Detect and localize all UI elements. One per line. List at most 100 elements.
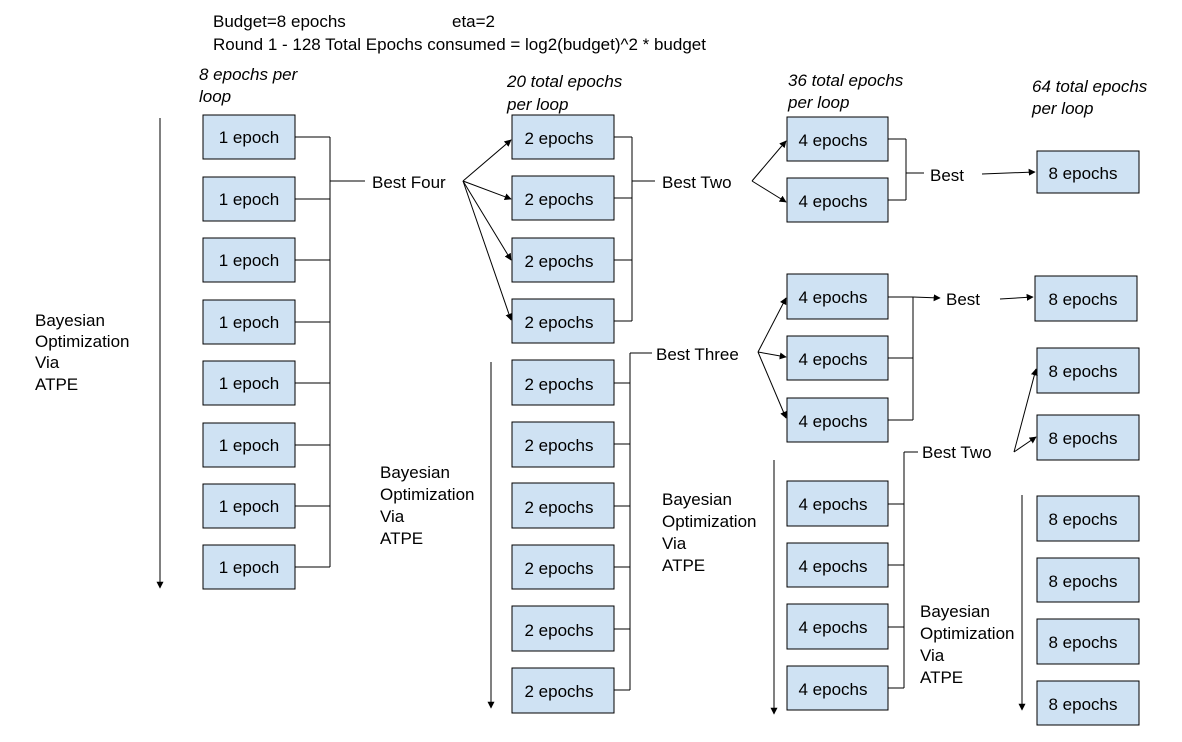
best-two-arrows-bottom <box>1013 368 1038 453</box>
svg-text:1 epoch: 1 epoch <box>219 374 280 393</box>
svg-text:1 epoch: 1 epoch <box>219 436 280 455</box>
epoch-box: 1 epoch <box>202 237 296 283</box>
epoch-box: 8 epochs <box>1036 680 1140 726</box>
epoch-box: 8 epochs <box>1036 618 1140 665</box>
svg-text:Via: Via <box>35 353 60 372</box>
epoch-box: 4 epochs <box>786 116 889 162</box>
svg-text:1 epoch: 1 epoch <box>219 190 280 209</box>
svg-text:4 epochs: 4 epochs <box>799 618 868 637</box>
bo-label-col1: Bayesian Optimization Via ATPE <box>35 311 129 394</box>
epoch-box: 4 epochs <box>786 335 889 381</box>
epoch-box: 2 epochs <box>511 359 615 406</box>
svg-text:2 epochs: 2 epochs <box>525 498 594 517</box>
budget-label: Budget=8 epochs <box>213 12 346 31</box>
svg-text:2 epochs: 2 epochs <box>525 682 594 701</box>
svg-text:ATPE: ATPE <box>380 529 423 548</box>
epoch-box: 1 epoch <box>202 299 296 345</box>
best-two-label-bottom: Best Two <box>922 443 992 462</box>
svg-text:1 epoch: 1 epoch <box>219 128 280 147</box>
col3-bottom-bracket <box>888 451 918 689</box>
svg-text:Via: Via <box>662 534 687 553</box>
round-label: Round 1 - 128 Total Epochs consumed = lo… <box>213 35 706 54</box>
svg-text:2 epochs: 2 epochs <box>525 559 594 578</box>
svg-text:8 epochs: 8 epochs <box>1049 164 1118 183</box>
epoch-box: 4 epochs <box>786 665 889 711</box>
epoch-box: 4 epochs <box>786 397 889 443</box>
epoch-box: 2 epochs <box>511 237 615 283</box>
epoch-box: 1 epoch <box>202 360 296 406</box>
epoch-box: 2 epochs <box>511 482 615 529</box>
loop-label-col1-line2: loop <box>199 87 231 106</box>
svg-text:4 epochs: 4 epochs <box>799 495 868 514</box>
col4-mid-boxes: 8 epochs 8 epochs <box>1036 347 1140 461</box>
svg-text:Bayesian: Bayesian <box>380 463 450 482</box>
svg-text:4 epochs: 4 epochs <box>799 288 868 307</box>
col4-bottom-boxes: 8 epochs 8 epochs 8 epochs 8 epochs <box>1036 495 1140 726</box>
loop-label-col3-line2: per loop <box>787 93 849 112</box>
svg-text:Bayesian: Bayesian <box>920 602 990 621</box>
eta-label: eta=2 <box>452 12 495 31</box>
svg-text:8 epochs: 8 epochs <box>1049 633 1118 652</box>
svg-text:8 epochs: 8 epochs <box>1049 290 1118 309</box>
loop-label-col1-line1: 8 epochs per <box>199 65 299 84</box>
svg-text:1 epoch: 1 epoch <box>219 313 280 332</box>
epoch-box: 1 epoch <box>202 422 296 468</box>
epoch-box: 1 epoch <box>202 114 296 160</box>
best-label-mid: Best <box>946 290 980 309</box>
col1-bracket <box>295 136 365 568</box>
best-two-arrows-top <box>751 140 787 203</box>
epoch-box: 4 epochs <box>786 603 889 650</box>
col3-top-boxes: 4 epochs 4 epochs <box>786 116 889 223</box>
best-four-arrows <box>462 139 513 321</box>
svg-text:Via: Via <box>380 507 405 526</box>
epoch-box: 8 epochs <box>1034 275 1138 322</box>
bo-label-col3: Bayesian Optimization Via ATPE <box>662 490 756 575</box>
col2-top-bracket <box>614 136 655 322</box>
best-three-arrows <box>757 297 787 419</box>
col2-bottom-bracket <box>614 352 652 691</box>
svg-text:8 epochs: 8 epochs <box>1049 362 1118 381</box>
epoch-box: 8 epochs <box>1036 557 1140 603</box>
epoch-box: 4 epochs <box>786 480 889 527</box>
svg-text:4 epochs: 4 epochs <box>799 350 868 369</box>
best-arrow-top <box>981 168 1036 176</box>
epoch-box: 8 epochs <box>1036 347 1140 394</box>
col3-bottom-boxes: 4 epochs 4 epochs 4 epochs 4 epochs <box>786 480 889 711</box>
svg-text:2 epochs: 2 epochs <box>525 375 594 394</box>
best-three-label: Best Three <box>656 345 739 364</box>
best-two-label-top: Best Two <box>662 173 732 192</box>
best-arrow-mid-in <box>912 294 941 302</box>
svg-text:4 epochs: 4 epochs <box>799 680 868 699</box>
svg-text:Optimization: Optimization <box>920 624 1014 643</box>
svg-text:8 epochs: 8 epochs <box>1049 429 1118 448</box>
epoch-box: 8 epochs <box>1036 495 1140 542</box>
col2-top-boxes: 2 epochs 2 epochs 2 epochs 2 epochs <box>511 114 615 344</box>
svg-text:Via: Via <box>920 646 945 665</box>
svg-text:4 epochs: 4 epochs <box>799 412 868 431</box>
epoch-box: 2 epochs <box>511 175 615 221</box>
col3-top-bracket <box>888 138 924 201</box>
svg-text:1 epoch: 1 epoch <box>219 558 280 577</box>
epoch-box: 4 epochs <box>786 542 889 588</box>
svg-text:Bayesian: Bayesian <box>662 490 732 509</box>
svg-text:Optimization: Optimization <box>35 332 129 351</box>
epoch-box: 2 epochs <box>511 421 615 468</box>
epoch-box: 2 epochs <box>511 298 615 344</box>
svg-text:2 epochs: 2 epochs <box>525 129 594 148</box>
col2-bottom-boxes: 2 epochs 2 epochs 2 epochs 2 epochs 2 ep… <box>511 359 615 714</box>
svg-text:ATPE: ATPE <box>920 668 963 687</box>
loop-label-col2-line1: 20 total epochs <box>506 72 623 91</box>
epoch-box: 2 epochs <box>511 605 615 652</box>
epoch-box: 4 epochs <box>786 177 889 223</box>
svg-text:2 epochs: 2 epochs <box>525 190 594 209</box>
best-four-label: Best Four <box>372 173 446 192</box>
epoch-box: 8 epochs <box>1036 414 1140 461</box>
svg-text:1 epoch: 1 epoch <box>219 251 280 270</box>
epoch-box: 1 epoch <box>202 544 296 590</box>
svg-text:8 epochs: 8 epochs <box>1049 510 1118 529</box>
svg-text:2 epochs: 2 epochs <box>525 252 594 271</box>
svg-text:4 epochs: 4 epochs <box>799 192 868 211</box>
svg-text:Optimization: Optimization <box>662 512 756 531</box>
epoch-box: 2 epochs <box>511 114 615 160</box>
